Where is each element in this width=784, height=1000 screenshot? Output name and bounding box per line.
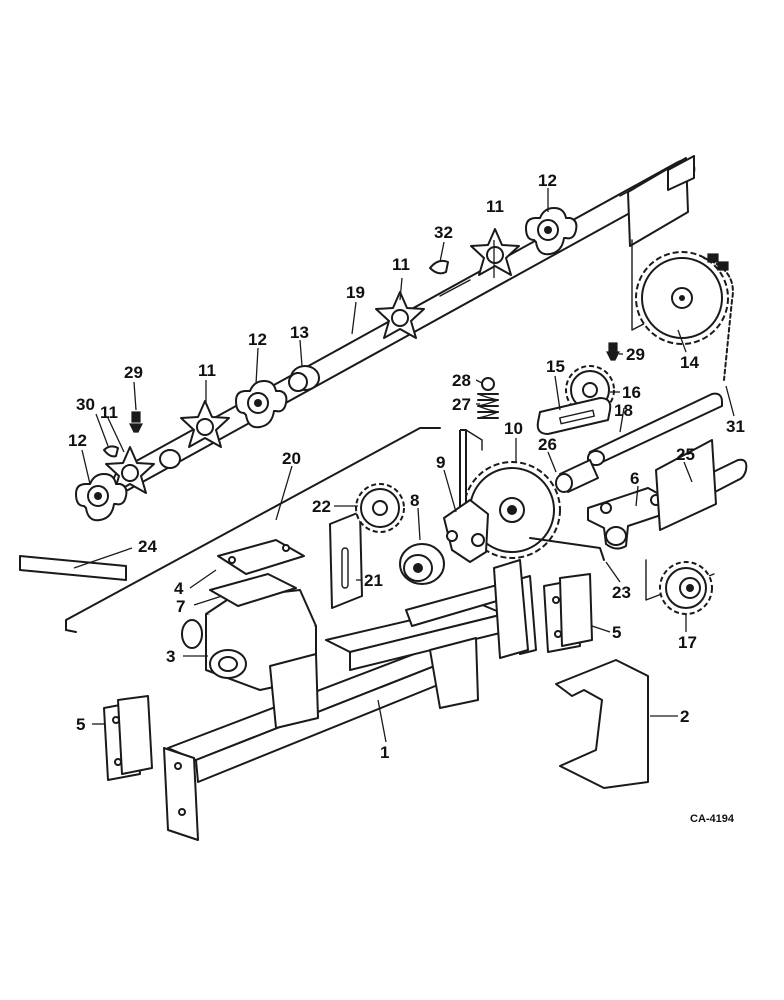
callout-20: 20 bbox=[282, 449, 301, 468]
callout-10: 10 bbox=[504, 419, 523, 438]
callout-5a: 5 bbox=[612, 623, 621, 642]
key-small bbox=[103, 445, 119, 458]
callout-1: 1 bbox=[380, 743, 389, 762]
callout-24: 24 bbox=[138, 537, 157, 556]
callout-12c: 12 bbox=[68, 431, 87, 450]
shift-yoke-assembly bbox=[443, 429, 489, 563]
connecting-rod bbox=[529, 537, 605, 561]
drawing-code: CA-4194 bbox=[690, 813, 735, 825]
callout-26: 26 bbox=[538, 435, 557, 454]
callout-12a: 12 bbox=[538, 171, 557, 190]
callout-25: 25 bbox=[676, 445, 695, 464]
clamp-plate-right bbox=[543, 573, 593, 653]
bearing-bracket bbox=[587, 487, 671, 550]
main-frame bbox=[163, 559, 537, 841]
idler-bracket bbox=[536, 397, 612, 435]
detent-spring bbox=[477, 393, 499, 419]
callout-14: 14 bbox=[680, 353, 699, 372]
woodruff-key bbox=[429, 259, 449, 275]
callout-15: 15 bbox=[546, 357, 565, 376]
callout-29a: 29 bbox=[124, 363, 143, 382]
callout-32: 32 bbox=[434, 223, 453, 242]
callout-11b: 11 bbox=[392, 255, 410, 274]
small-sprocket-22 bbox=[355, 483, 405, 533]
lever-bar bbox=[19, 555, 127, 581]
large-sprocket bbox=[635, 251, 729, 345]
callout-labels: 1 2 3 4 5 5 6 7 8 9 10 11 11 11 11 12 12… bbox=[68, 171, 745, 825]
callout-13: 13 bbox=[290, 323, 309, 342]
pulley bbox=[399, 543, 445, 585]
clamp-plate-left bbox=[103, 695, 153, 781]
shaft-collar bbox=[288, 365, 320, 392]
long-shift-rod bbox=[65, 427, 441, 633]
chain-guard bbox=[555, 659, 649, 789]
callout-23: 23 bbox=[612, 583, 631, 602]
callout-18: 18 bbox=[614, 401, 633, 420]
callout-16: 16 bbox=[622, 383, 641, 402]
callout-29b: 29 bbox=[626, 345, 645, 364]
callout-19: 19 bbox=[346, 283, 365, 302]
gearbox-cover bbox=[217, 539, 305, 575]
leader-lines bbox=[73, 188, 735, 743]
grease-fitting-right bbox=[606, 342, 620, 361]
callout-3: 3 bbox=[166, 647, 175, 666]
callout-11a: 11 bbox=[486, 197, 504, 216]
shaft-support-plate bbox=[627, 155, 695, 247]
callout-31: 31 bbox=[726, 417, 745, 436]
callout-28: 28 bbox=[452, 371, 471, 390]
drive-chain bbox=[703, 253, 734, 381]
detent-ball bbox=[481, 377, 495, 391]
callout-22: 22 bbox=[312, 497, 331, 516]
shaft-sleeve bbox=[159, 449, 181, 469]
adjust-plate bbox=[329, 511, 363, 609]
callout-11c: 11 bbox=[198, 361, 216, 380]
spacer-sleeve bbox=[555, 459, 599, 493]
callout-9: 9 bbox=[436, 453, 445, 472]
callout-21: 21 bbox=[364, 571, 383, 590]
grease-fitting-left bbox=[129, 411, 143, 433]
callout-11d: 11 bbox=[100, 403, 118, 422]
gearbox-gasket bbox=[209, 573, 297, 607]
callout-4: 4 bbox=[174, 579, 184, 598]
callout-27: 27 bbox=[452, 395, 471, 414]
callout-12b: 12 bbox=[248, 330, 267, 349]
callout-30: 30 bbox=[76, 395, 95, 414]
callout-7: 7 bbox=[176, 597, 185, 616]
lower-sprocket bbox=[645, 559, 715, 615]
callout-8: 8 bbox=[410, 491, 419, 510]
callout-2: 2 bbox=[680, 707, 689, 726]
right-support-plate bbox=[655, 439, 717, 531]
callout-5b: 5 bbox=[76, 715, 85, 734]
callout-17: 17 bbox=[678, 633, 697, 652]
callout-6: 6 bbox=[630, 469, 639, 488]
